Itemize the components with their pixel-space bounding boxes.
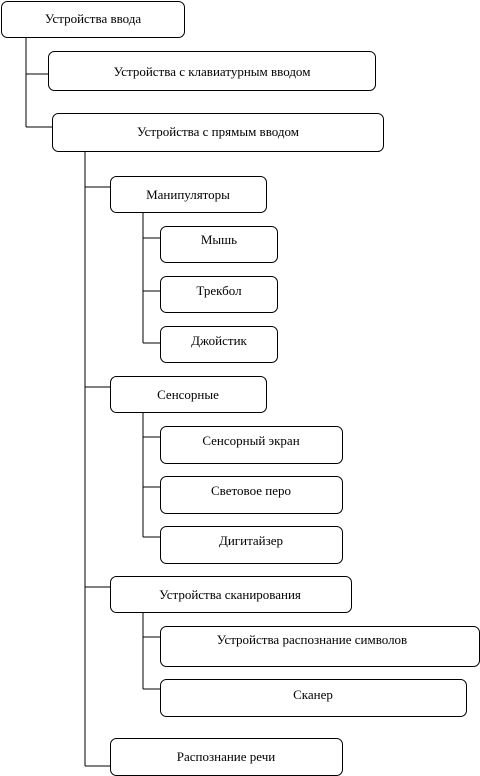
node-scanner-label: Сканер [293,687,333,702]
node-root-label: Устройства ввода [45,11,142,26]
connectors [25,38,160,767]
node-ocr-label: Устройства распознание символов [217,632,407,647]
node-trackball-label: Трекбол [196,283,242,298]
node-ocr: Устройства распознание символов [160,626,480,667]
node-manipulators: Манипуляторы [110,176,267,213]
node-scanning: Устройства сканирования [110,576,352,613]
node-joystick-label: Джойстик [191,333,247,348]
node-sensor-label: Сенсорные [157,387,219,402]
node-digitizer-label: Дигитайзер [219,533,283,548]
node-root: Устройства ввода [1,1,185,38]
node-mouse: Мышь [160,226,278,263]
node-touch-screen: Сенсорный экран [160,426,343,464]
node-digitizer: Дигитайзер [160,526,343,564]
node-light-pen: Световое перо [160,476,343,514]
node-scanning-label: Устройства сканирования [159,587,301,602]
node-scanner: Сканер [160,679,467,717]
node-sensor: Сенсорные [110,376,267,413]
node-trackball: Трекбол [160,276,278,313]
node-joystick: Джойстик [160,326,278,363]
node-manipulators-label: Манипуляторы [146,187,230,202]
node-keyboard-input: Устройства с клавиатурным вводом [48,51,376,91]
node-speech-label: Распознание речи [177,749,276,764]
node-touch-screen-label: Сенсорный экран [202,433,299,448]
node-direct-input: Устройства с прямым вводом [52,113,384,152]
node-direct-input-label: Устройства с прямым вводом [137,124,299,139]
node-speech: Распознание речи [110,738,343,776]
node-light-pen-label: Световое перо [211,483,291,498]
node-keyboard-input-label: Устройства с клавиатурным вводом [114,64,311,79]
node-mouse-label: Мышь [201,232,237,247]
